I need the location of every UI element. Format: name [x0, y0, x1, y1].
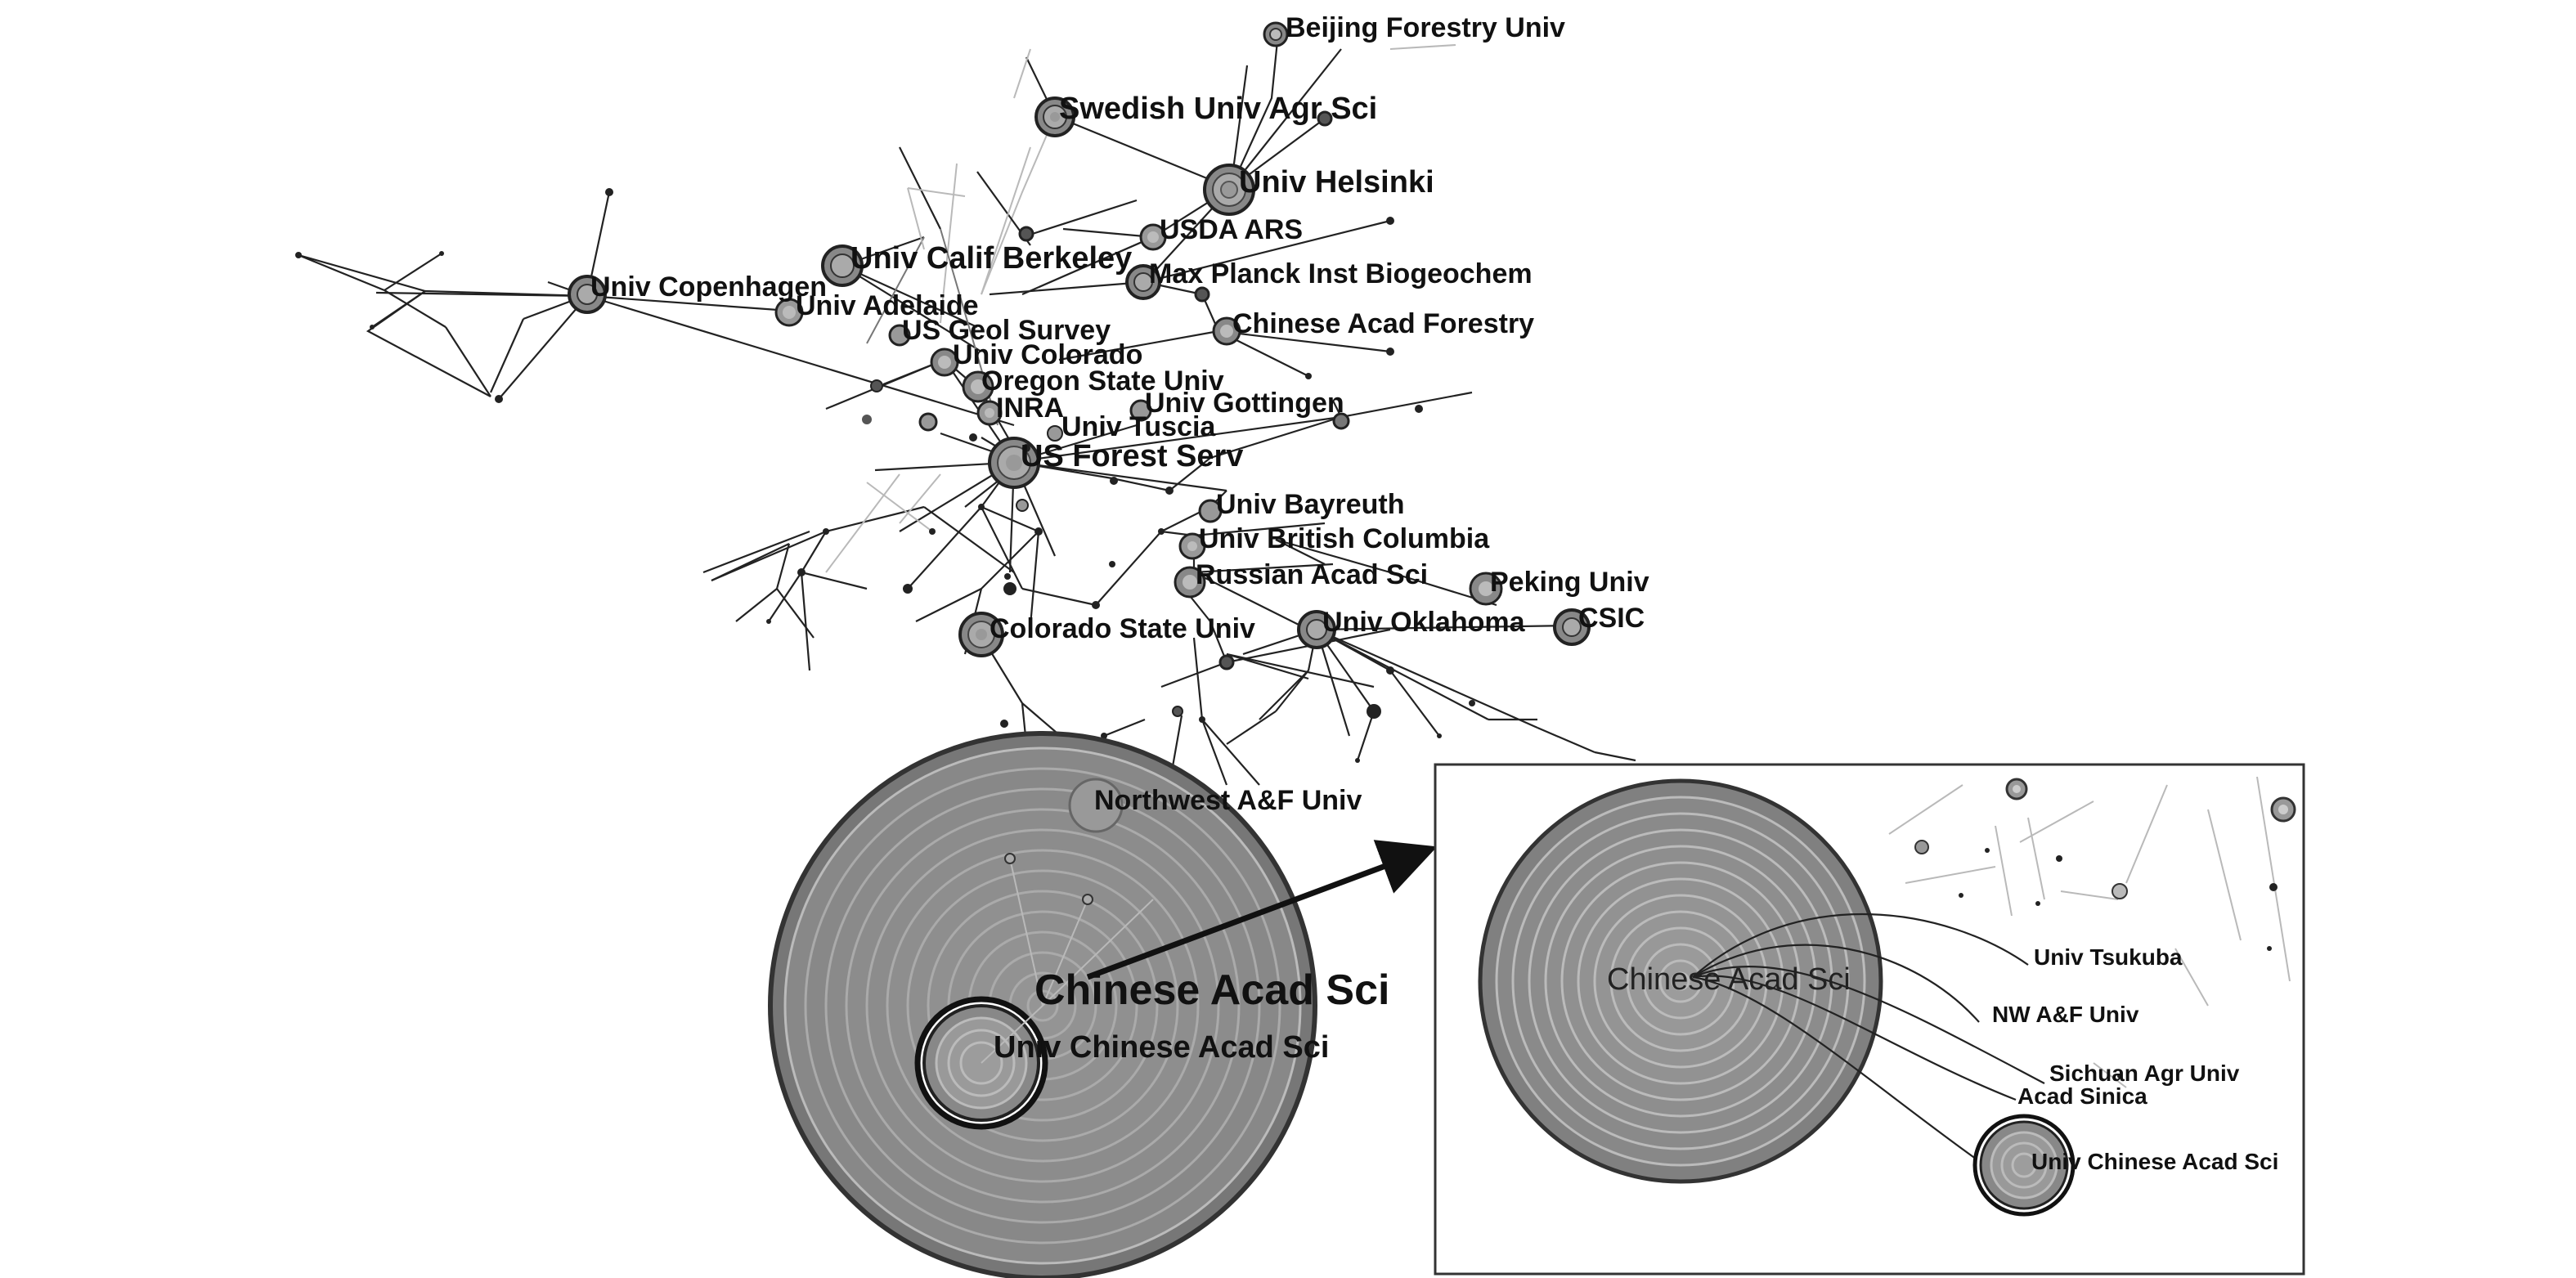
label-gottingen: Univ Gottingen [1145, 388, 1344, 419]
node-inra [976, 400, 1003, 426]
label-oregon-state: Oregon State Univ [981, 365, 1224, 397]
node-helsinki [1203, 164, 1255, 216]
node-bayreuth [1198, 499, 1223, 523]
node-oklahoma [1297, 610, 1336, 649]
inset-node-univ-chinese-acad-sci [1972, 1114, 2076, 1217]
label-inra: INRA [996, 392, 1064, 424]
inset-node-chinese-acad-sci [1478, 778, 1883, 1184]
label-chinese-acad-sci: Chinese Acad Sci [1034, 966, 1389, 1014]
node-russian-acad [1174, 566, 1206, 599]
node-peking [1469, 572, 1503, 606]
label-max-planck: Max Planck Inst Biogeochem [1149, 258, 1533, 289]
node-chinese-forestry [1212, 316, 1241, 346]
node-gottingen [1129, 399, 1152, 422]
label-tuscia: Univ Tuscia [1061, 411, 1216, 442]
inset-label-acad-sinica: Acad Sinica [2017, 1083, 2147, 1109]
inset-links [1692, 913, 2127, 1162]
label-british-columbia: Univ British Columbia [1199, 523, 1490, 554]
node-tuscia [1047, 425, 1063, 442]
label-berkeley: Univ Calif Berkeley [850, 241, 1132, 276]
label-peking: Peking Univ [1490, 567, 1649, 598]
label-helsinki: Univ Helsinki [1239, 165, 1434, 200]
zoom-arrow [1086, 840, 1438, 980]
node-british-columbia [1178, 532, 1206, 560]
label-univ-chinese-acad-sci: Univ Chinese Acad Sci [994, 1030, 1329, 1065]
node-colorado [930, 348, 959, 377]
inset-background-edges [1888, 776, 2296, 1007]
network-edges-overlay [981, 853, 1154, 1064]
node-berkeley [821, 244, 864, 287]
node-adelaide [774, 298, 804, 327]
node-swedish-agr [1034, 96, 1075, 137]
label-csic: CSIC [1578, 603, 1645, 634]
label-colorado-state: Colorado State Univ [990, 613, 1255, 644]
inset-label-univ-chinese-acad-sci: Univ Chinese Acad Sci [2031, 1149, 2278, 1174]
label-copenhagen: Univ Copenhagen [590, 271, 827, 303]
inset-label-nw-af: NW A&F Univ [1992, 1002, 2139, 1027]
node-usda-ars [1139, 223, 1167, 251]
node-max-planck [1125, 264, 1161, 300]
node-beijing-forestry [1263, 21, 1289, 47]
label-swedish-agr: Swedish Univ Agr Sci [1059, 92, 1377, 126]
label-us-geol: US Geol Survey [902, 315, 1111, 346]
label-chinese-forestry: Chinese Acad Forestry [1232, 308, 1534, 339]
node-copenhagen [568, 275, 607, 314]
label-oklahoma: Univ Oklahoma [1322, 607, 1526, 638]
inset-label-tsukuba: Univ Tsukuba [2034, 944, 2183, 970]
label-adelaide: Univ Adelaide [796, 290, 979, 321]
inset-panel: Chinese Acad Sci Univ Tsukuba NW A&F Uni… [1434, 763, 2305, 1276]
inset-label-sichuan-agr: Sichuan Agr Univ [2049, 1061, 2240, 1086]
node-us-geol [888, 324, 911, 347]
label-northwest-af: Northwest A&F Univ [1094, 785, 1362, 816]
node-colorado-state [958, 612, 1004, 657]
label-usda-ars: USDA ARS [1160, 214, 1303, 245]
label-bayreuth: Univ Bayreuth [1216, 489, 1405, 520]
inset-label-chinese-acad-sci: Chinese Acad Sci [1607, 962, 1851, 997]
label-us-forest: US Forest Serv [1021, 439, 1243, 473]
node-oregon-state [962, 370, 994, 403]
node-northwest-af [1068, 778, 1124, 833]
network-nodes [295, 21, 1591, 909]
label-beijing-forestry: Beijing Forestry Univ [1286, 12, 1565, 43]
label-russian-acad: Russian Acad Sci [1196, 559, 1428, 590]
network-labels: Beijing Forestry Univ Swedish Univ Agr S… [590, 12, 1649, 1065]
node-csic [1553, 608, 1591, 646]
label-colorado: Univ Colorado [953, 339, 1142, 370]
